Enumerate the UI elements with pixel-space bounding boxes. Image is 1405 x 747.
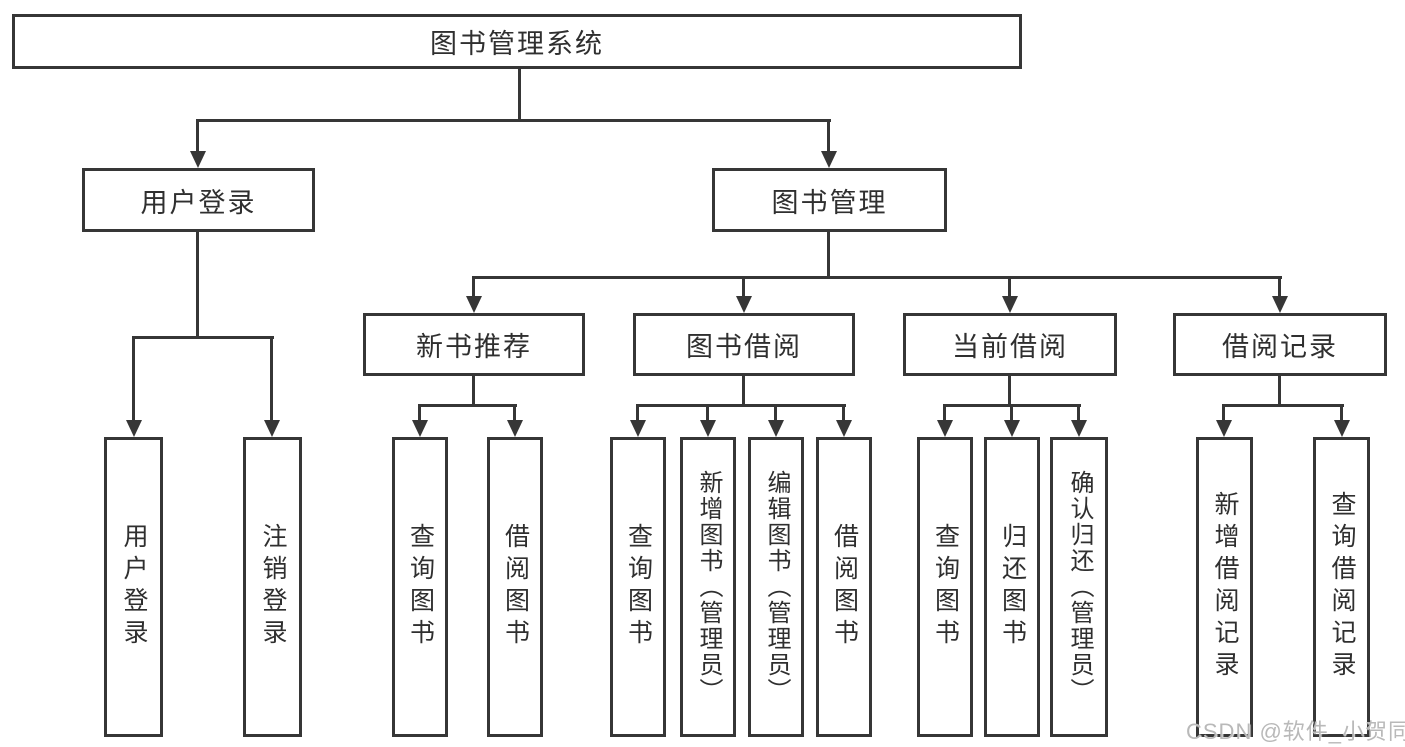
- connector-drop-current-borrow: [1008, 276, 1011, 298]
- connector-drop-book-borrow: [742, 276, 745, 298]
- connector-level2-bar: [472, 276, 1282, 279]
- leaf-cur-query-book-label: 查询图书: [931, 523, 960, 651]
- connector-borrow-records-drop: [1278, 376, 1281, 406]
- arrowhead-current-borrow: [1002, 296, 1018, 313]
- connector-drop-leaf-logout: [270, 336, 273, 422]
- leaf-his-add-record-label: 新增借阅记录: [1211, 491, 1239, 683]
- node-book-mgmt: 图书管理: [712, 168, 947, 232]
- arrowhead-book-mgmt: [821, 151, 837, 168]
- connector-drop-his-add: [1222, 404, 1225, 421]
- arrowhead-cur-return: [1004, 420, 1020, 437]
- connector-drop-user-login: [196, 119, 199, 153]
- node-current-borrow-label: 当前借阅: [952, 332, 1068, 362]
- connector-drop-borrow-records: [1278, 276, 1281, 298]
- arrowhead-user-login: [190, 151, 206, 168]
- arrowhead-borrow-records: [1272, 296, 1288, 313]
- leaf-rec-query-book: 查询图书: [392, 437, 448, 737]
- connector-new-book-rec-drop: [472, 376, 475, 406]
- leaf-logout-label: 注销登录: [259, 523, 287, 651]
- node-book-borrow-label: 图书借阅: [686, 332, 802, 362]
- connector-drop-rec-borrow: [513, 404, 516, 421]
- node-root: 图书管理系统: [12, 14, 1022, 69]
- connector-borrow-records-bar: [1222, 404, 1344, 407]
- arrowhead-bor-add: [700, 420, 716, 437]
- arrowhead-bor-query: [630, 420, 646, 437]
- leaf-bor-add-book-label: 新增图书（管理员）: [695, 470, 722, 704]
- leaf-user-login-label: 用户登录: [120, 523, 148, 651]
- node-book-borrow: 图书借阅: [633, 313, 855, 376]
- leaf-rec-query-book-label: 查询图书: [406, 523, 435, 651]
- leaf-bor-query-book: 查询图书: [610, 437, 666, 737]
- arrowhead-cur-query: [937, 420, 953, 437]
- leaf-bor-add-book: 新增图书（管理员）: [680, 437, 736, 737]
- arrowhead-bor-edit: [768, 420, 784, 437]
- arrowhead-new-book-rec: [466, 296, 482, 313]
- connector-drop-book-mgmt: [827, 119, 830, 153]
- arrowhead-leaf-logout: [264, 420, 280, 437]
- leaf-his-query-record-label: 查询借阅记录: [1328, 491, 1356, 683]
- connector-drop-new-book-rec: [472, 276, 475, 298]
- arrowhead-his-add: [1216, 420, 1232, 437]
- connector-drop-bor-add: [706, 404, 709, 421]
- connector-drop-cur-confirm: [1077, 404, 1080, 421]
- connector-drop-rec-query: [418, 404, 421, 421]
- leaf-bor-edit-book-label: 编辑图书（管理员）: [763, 470, 790, 704]
- node-user-login: 用户登录: [82, 168, 315, 232]
- node-new-book-rec-label: 新书推荐: [416, 332, 532, 362]
- connector-book-borrow-bar: [636, 404, 846, 407]
- node-root-label: 图书管理系统: [430, 29, 604, 59]
- leaf-cur-return-book: 归还图书: [984, 437, 1040, 737]
- node-current-borrow: 当前借阅: [903, 313, 1117, 376]
- node-borrow-records: 借阅记录: [1173, 313, 1387, 376]
- connector-drop-his-query: [1340, 404, 1343, 421]
- node-new-book-rec: 新书推荐: [363, 313, 585, 376]
- connector-root-drop: [518, 69, 521, 122]
- arrowhead-rec-borrow: [507, 420, 523, 437]
- connector-drop-cur-query: [943, 404, 946, 421]
- connector-user-login-drop: [196, 232, 199, 338]
- connector-current-borrow-drop: [1008, 376, 1011, 406]
- watermark-text: CSDN @软件_小贺同学: [1186, 719, 1405, 744]
- leaf-bor-borrow-book: 借阅图书: [816, 437, 872, 737]
- arrowhead-book-borrow: [736, 296, 752, 313]
- arrowhead-rec-query: [412, 420, 428, 437]
- leaf-cur-query-book: 查询图书: [917, 437, 973, 737]
- arrowhead-bor-borrow: [836, 420, 852, 437]
- leaf-bor-edit-book: 编辑图书（管理员）: [748, 437, 804, 737]
- node-book-mgmt-label: 图书管理: [771, 187, 888, 218]
- leaf-rec-borrow-book: 借阅图书: [487, 437, 543, 737]
- node-user-login-label: 用户登录: [140, 187, 257, 218]
- arrowhead-his-query: [1334, 420, 1350, 437]
- leaf-cur-confirm-return: 确认归还（管理员）: [1050, 437, 1108, 737]
- leaf-rec-borrow-book-label: 借阅图书: [501, 523, 530, 651]
- connector-drop-bor-query: [636, 404, 639, 421]
- connector-level1-bar: [197, 119, 831, 122]
- leaf-his-query-record: 查询借阅记录: [1313, 437, 1370, 737]
- connector-drop-bor-borrow: [842, 404, 845, 421]
- connector-drop-leaf-login: [132, 336, 135, 422]
- leaf-cur-return-book-label: 归还图书: [998, 523, 1027, 651]
- connector-new-book-rec-bar: [418, 404, 517, 407]
- connector-drop-bor-edit: [774, 404, 777, 421]
- connector-drop-cur-return: [1010, 404, 1013, 421]
- connector-book-borrow-drop: [742, 376, 745, 406]
- leaf-bor-query-book-label: 查询图书: [624, 523, 653, 651]
- arrowhead-cur-confirm: [1071, 420, 1087, 437]
- leaf-his-add-record: 新增借阅记录: [1196, 437, 1253, 737]
- leaf-user-login: 用户登录: [104, 437, 163, 737]
- leaf-cur-confirm-return-label: 确认归还（管理员）: [1066, 470, 1093, 704]
- leaf-bor-borrow-book-label: 借阅图书: [830, 523, 859, 651]
- connector-user-login-bar: [132, 336, 274, 339]
- node-borrow-records-label: 借阅记录: [1222, 332, 1338, 362]
- connector-book-mgmt-drop: [827, 232, 830, 278]
- arrowhead-leaf-login: [126, 420, 142, 437]
- leaf-logout: 注销登录: [243, 437, 302, 737]
